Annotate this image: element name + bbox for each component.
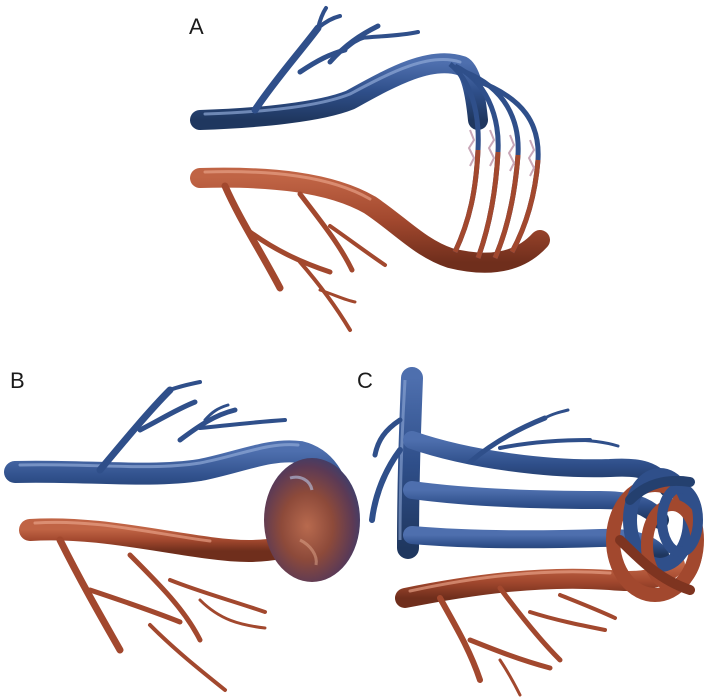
tangled-vessels-c (613, 475, 698, 595)
draining-trunk-c (372, 378, 412, 548)
artery-b (30, 522, 280, 690)
panel-label-c: C (357, 368, 373, 393)
panel-a: A (189, 8, 540, 330)
panel-b: B (10, 368, 360, 690)
capillary-bed-a (450, 64, 538, 258)
fistula-sac-b (264, 458, 360, 582)
vein-a (200, 8, 478, 120)
artery-a (200, 172, 540, 330)
panel-label-a: A (189, 14, 204, 39)
panel-c: C (357, 368, 698, 695)
panel-label-b: B (10, 368, 25, 393)
